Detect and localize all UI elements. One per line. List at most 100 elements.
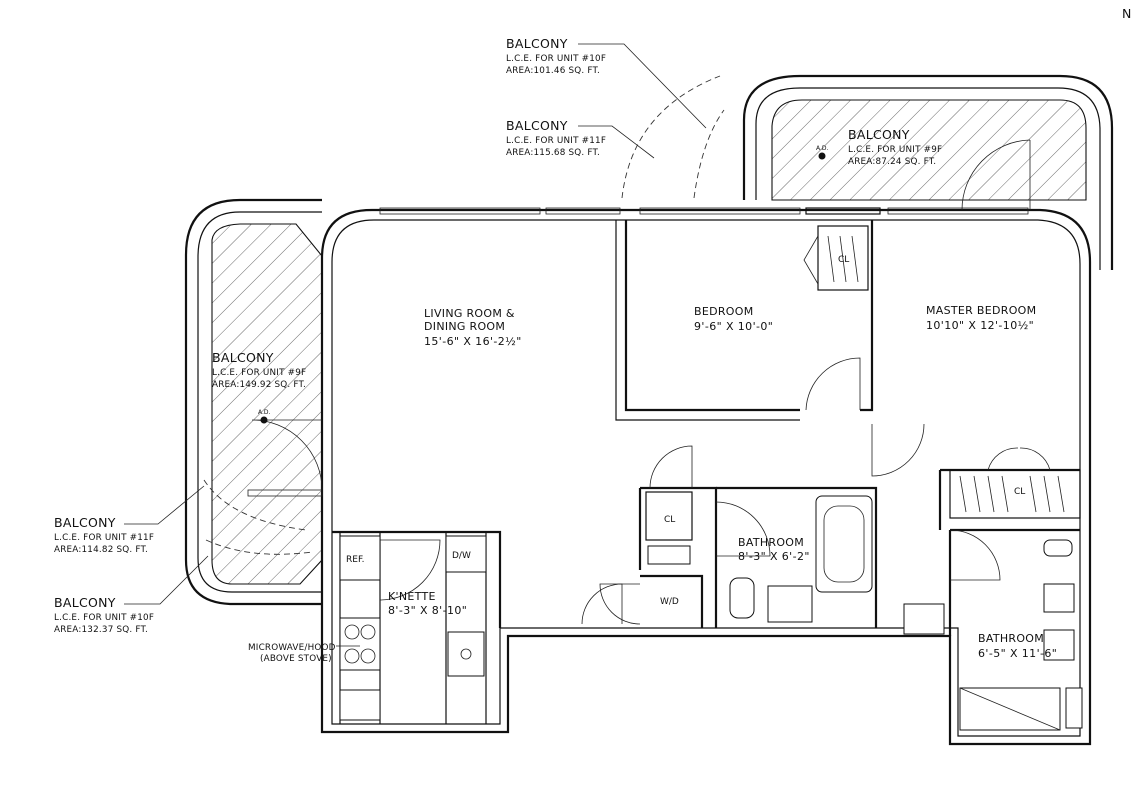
- balcony-label-11f-left: BALCONY L.C.E. FOR UNIT #11F AREA:114.82…: [54, 515, 154, 555]
- drain-top-label: A.D.: [816, 145, 829, 152]
- burner-3: [344, 648, 360, 664]
- balcony-label-10f-top: BALCONY L.C.E. FOR UNIT #10F AREA:101.46…: [506, 36, 606, 76]
- master-bath-walls: [948, 528, 1080, 636]
- balcony-slider-left: [247, 489, 323, 497]
- svg-text:K'NETTE: K'NETTE: [388, 590, 436, 603]
- kitchen-sink: [447, 631, 485, 677]
- window-3: [639, 207, 801, 215]
- svg-text:AREA:149.92 SQ. FT.: AREA:149.92 SQ. FT.: [212, 380, 306, 390]
- bedroom-closet: [817, 225, 869, 291]
- dishwasher: [445, 535, 487, 573]
- bath1-vanity: [767, 585, 813, 623]
- svg-text:(ABOVE STOVE): (ABOVE STOVE): [260, 654, 332, 664]
- hall-fixture: [903, 603, 945, 635]
- svg-text:L.C.E. FOR UNIT #9F: L.C.E. FOR UNIT #9F: [212, 368, 306, 378]
- hall-cabinet: [647, 545, 691, 565]
- svg-text:BALCONY: BALCONY: [212, 350, 274, 365]
- window-4: [805, 207, 881, 215]
- kitchen-walls: [332, 530, 502, 628]
- master-closet: [949, 469, 1081, 519]
- svg-text:L.C.E. FOR UNIT #11F: L.C.E. FOR UNIT #11F: [54, 533, 154, 543]
- svg-text:L.C.E. FOR UNIT #10F: L.C.E. FOR UNIT #10F: [54, 613, 154, 623]
- north-mark: N: [1122, 6, 1132, 21]
- master-toilet: [1043, 539, 1073, 557]
- svg-text:AREA:101.46 SQ. FT.: AREA:101.46 SQ. FT.: [506, 66, 600, 76]
- leader-balcony-10f-left: [124, 555, 209, 605]
- room-bathroom-1: BATHROOM 8'-3" X 6'-2": [738, 536, 809, 563]
- linen-cabinet: [1065, 687, 1083, 729]
- balcony-label-9f-top: BALCONY L.C.E. FOR UNIT #9F AREA:87.24 S…: [848, 127, 942, 167]
- master-closet-label: CL: [1014, 487, 1025, 497]
- svg-text:BALCONY: BALCONY: [506, 36, 568, 51]
- svg-text:BALCONY: BALCONY: [506, 118, 568, 133]
- balcony-boundary-left-dash-2: [205, 539, 313, 555]
- stove: [339, 617, 381, 671]
- drain-left: [260, 416, 268, 424]
- bedroom-walls: [624, 220, 874, 412]
- svg-text:AREA:114.82 SQ. FT.: AREA:114.82 SQ. FT.: [54, 545, 148, 555]
- svg-text:BATHROOM: BATHROOM: [738, 536, 804, 549]
- master-shower-x: [959, 687, 1061, 731]
- master-bath-wall: [938, 468, 1080, 530]
- svg-text:BALCONY: BALCONY: [54, 515, 116, 530]
- leader-balcony-11f-top: [578, 125, 655, 159]
- top-balcony-railing: [742, 74, 1114, 270]
- hall-closet-label: CL: [664, 515, 675, 525]
- svg-text:8'-3" X 8'-10": 8'-3" X 8'-10": [388, 604, 467, 617]
- room-kitchenette: K'NETTE 8'-3" X 8'-10": [388, 590, 467, 617]
- top-balcony-railing-inner: [755, 87, 1101, 270]
- svg-text:AREA:87.24 SQ. FT.: AREA:87.24 SQ. FT.: [848, 157, 936, 167]
- bedroom-closet-label: CL: [838, 255, 849, 265]
- svg-text:L.C.E. FOR UNIT #11F: L.C.E. FOR UNIT #11F: [506, 136, 606, 146]
- svg-text:6'-5" X 11'-6": 6'-5" X 11'-6": [978, 647, 1057, 660]
- balcony-boundary-top-dash-2: [693, 109, 725, 199]
- refrigerator: [339, 535, 381, 581]
- svg-text:10'10" X 12'-10½": 10'10" X 12'-10½": [926, 319, 1034, 332]
- burner-1: [344, 624, 360, 640]
- bedroom-closet-door: [803, 235, 819, 285]
- bath1-toilet: [729, 577, 755, 619]
- master-vanity-2: [1043, 629, 1075, 661]
- svg-text:BEDROOM: BEDROOM: [694, 305, 754, 318]
- master-balcony-door: [961, 139, 1031, 211]
- bath1-tub: [815, 495, 873, 593]
- wd-walls: [640, 574, 704, 628]
- exterior-wall: [320, 208, 1092, 746]
- balcony-boundary-top-dash: [621, 75, 721, 199]
- master-bedroom-door: [871, 423, 925, 477]
- svg-text:MASTER BEDROOM: MASTER BEDROOM: [926, 304, 1036, 317]
- hall-closet-door: [649, 445, 693, 489]
- svg-text:BALCONY: BALCONY: [54, 595, 116, 610]
- wd-door: [599, 583, 641, 625]
- window-1: [379, 207, 541, 215]
- left-balcony-floor: [211, 223, 323, 585]
- left-balcony-railing-inner: [197, 211, 322, 593]
- kitchen-door-swing: [379, 539, 441, 601]
- master-closet-doors: [987, 447, 1051, 471]
- window-5: [887, 207, 1029, 215]
- svg-text:BATHROOM: BATHROOM: [978, 632, 1044, 645]
- svg-text:MICROWAVE/HOOD: MICROWAVE/HOOD: [248, 643, 336, 653]
- bath1-walls: [716, 486, 878, 628]
- sink-drain: [460, 648, 472, 660]
- svg-text:DINING ROOM: DINING ROOM: [424, 320, 505, 333]
- bath1-door: [715, 501, 771, 557]
- svg-text:L.C.E. FOR UNIT #10F: L.C.E. FOR UNIT #10F: [506, 54, 606, 64]
- hall-entry-door: [581, 583, 623, 625]
- svg-text:L.C.E. FOR UNIT #9F: L.C.E. FOR UNIT #9F: [848, 145, 942, 155]
- microwave-note: MICROWAVE/HOOD (ABOVE STOVE): [248, 643, 336, 664]
- svg-text:9'-6" X 10'-0": 9'-6" X 10'-0": [694, 320, 773, 333]
- master-closet-hangers: [959, 475, 1065, 513]
- leader-balcony-11f-left: [124, 485, 205, 525]
- balcony-label-10f-left: BALCONY L.C.E. FOR UNIT #10F AREA:132.37…: [54, 595, 154, 635]
- leader-balcony-10f-top: [578, 43, 707, 129]
- svg-text:15'-6" X 16'-2½": 15'-6" X 16'-2½": [424, 335, 522, 348]
- master-vanity-1: [1043, 583, 1075, 613]
- bedroom-wall-inner: [615, 220, 800, 421]
- balcony-label-9f-left: BALCONY L.C.E. FOR UNIT #9F AREA:149.92 …: [212, 350, 306, 390]
- oven-drawer: [339, 689, 381, 721]
- svg-text:AREA:115.68 SQ. FT.: AREA:115.68 SQ. FT.: [506, 148, 600, 158]
- room-bathroom-2: BATHROOM 6'-5" X 11'-6": [978, 632, 1057, 660]
- svg-text:BALCONY: BALCONY: [848, 127, 910, 142]
